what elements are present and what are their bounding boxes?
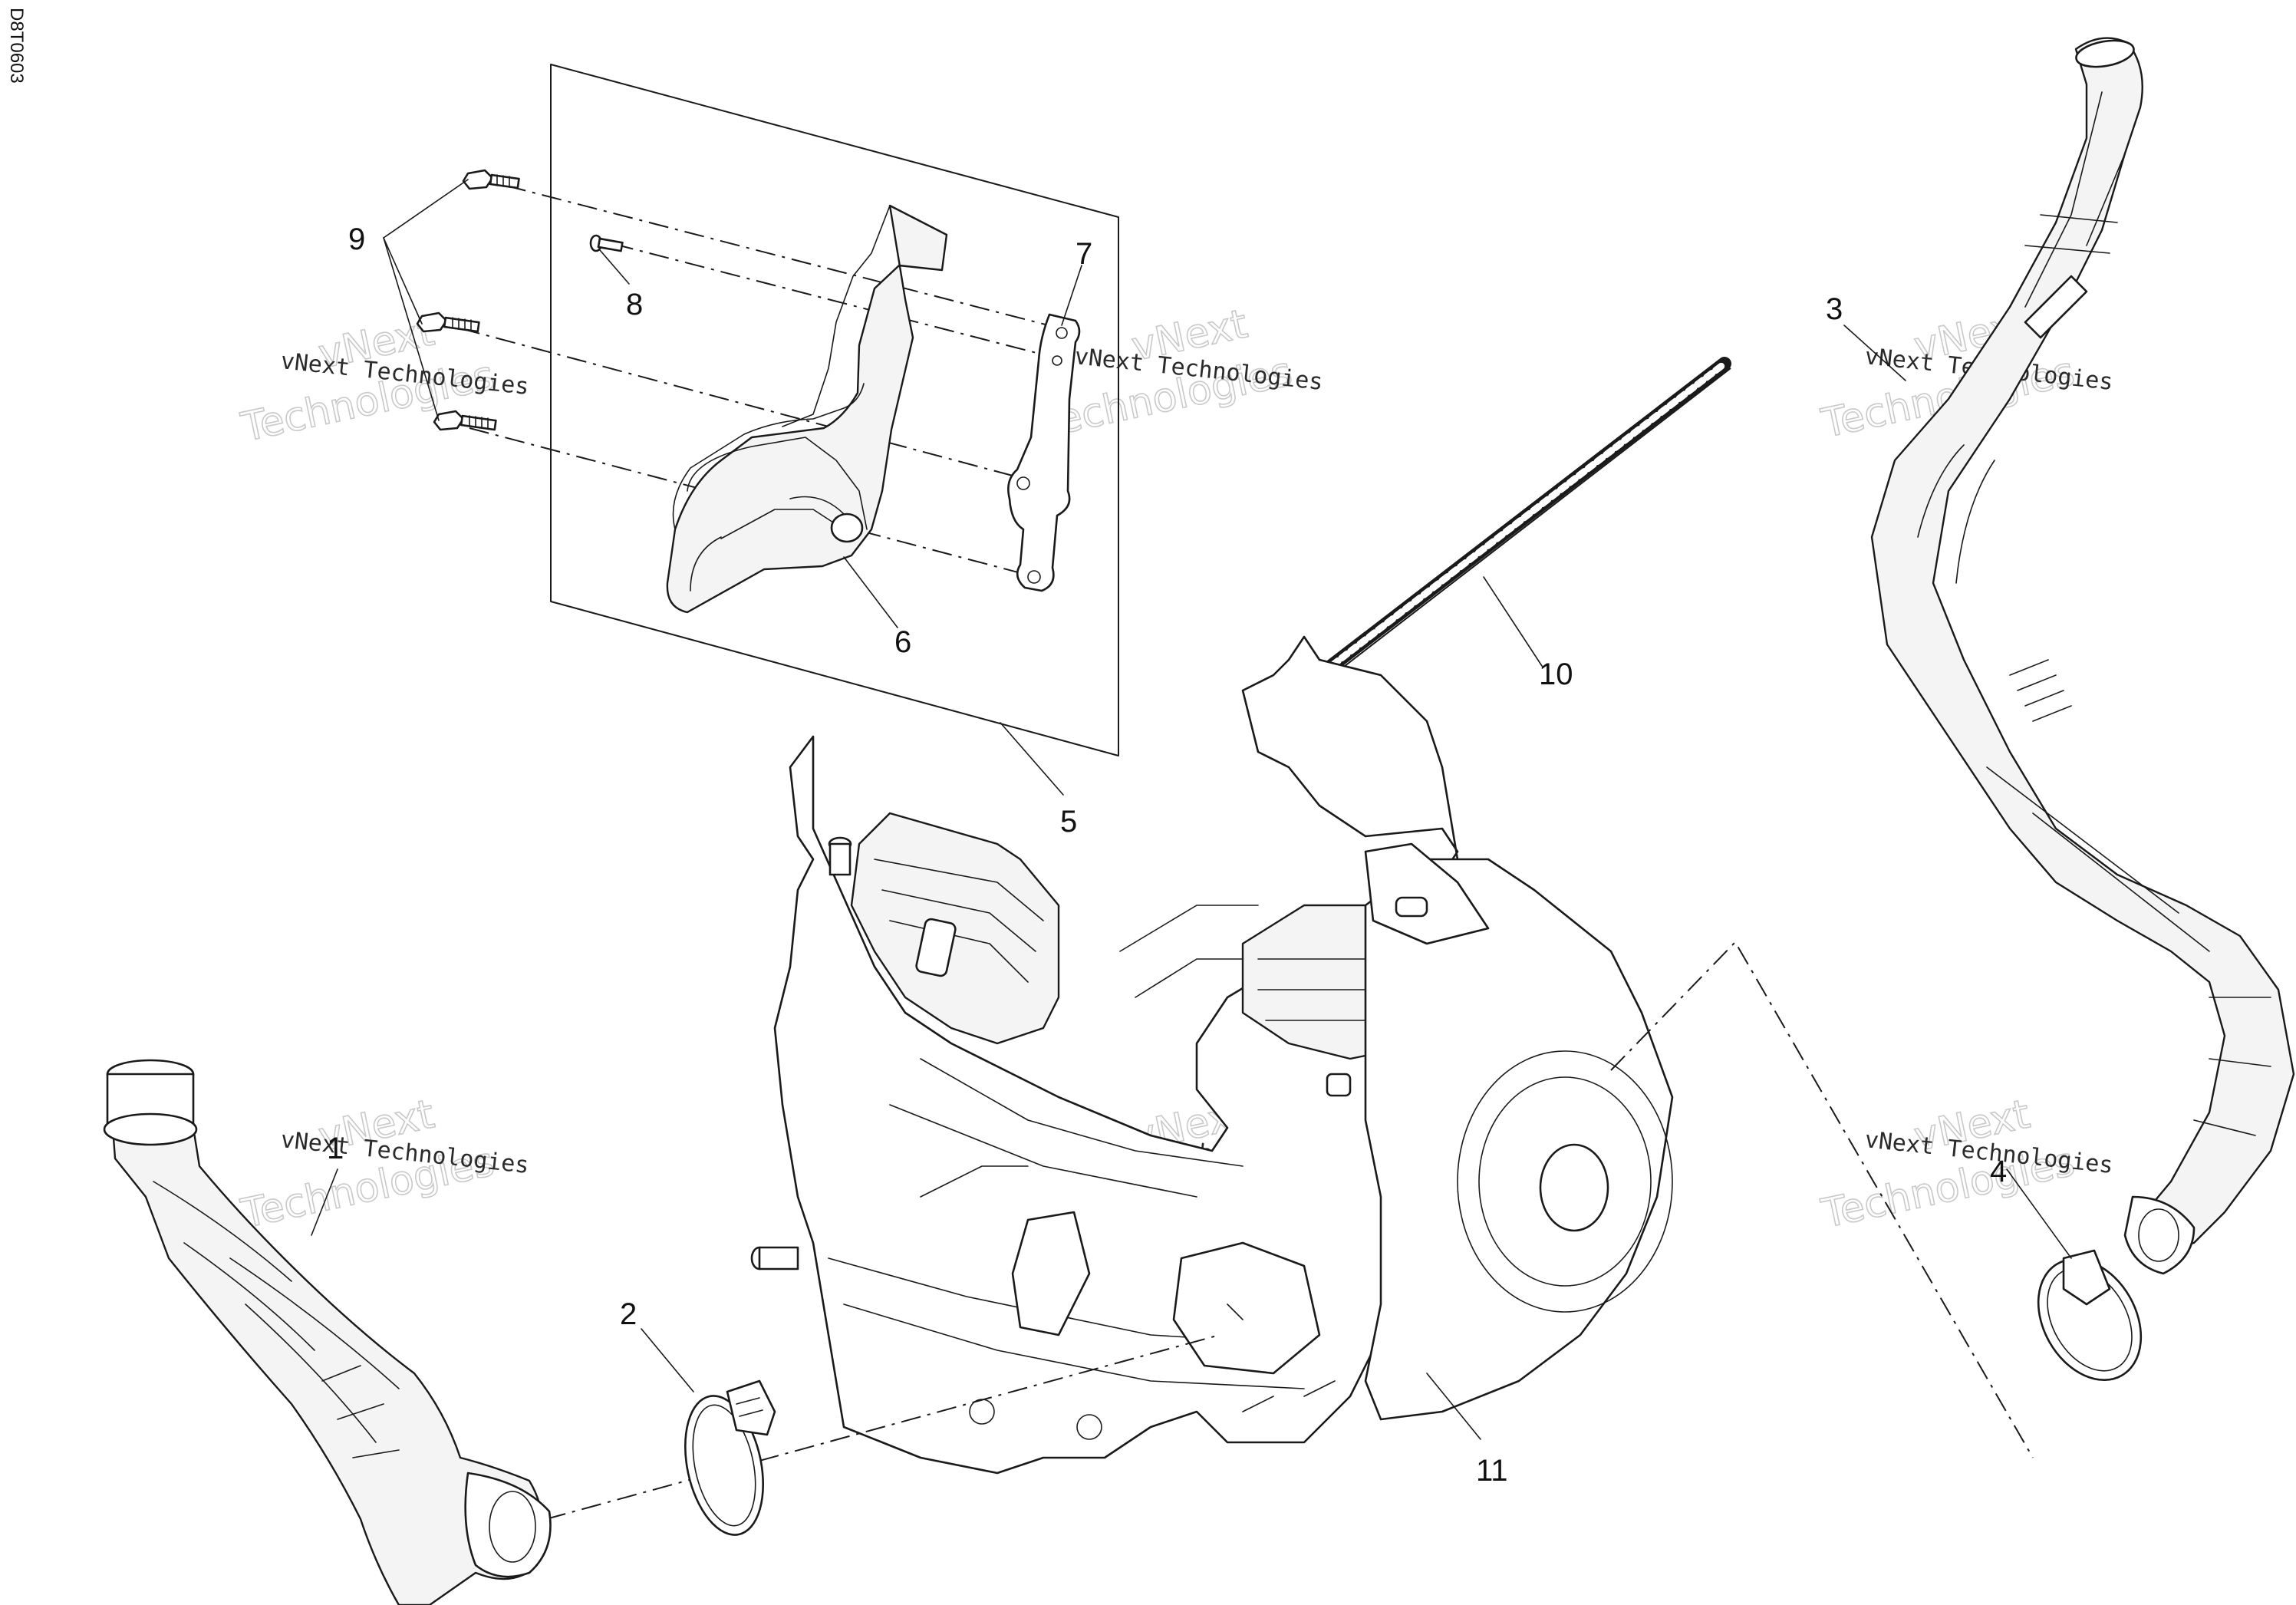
leader-line-9a xyxy=(383,179,469,239)
callout-5: 5 xyxy=(1060,805,1077,839)
callout-7: 7 xyxy=(1076,237,1092,271)
leader-line-2 xyxy=(641,1328,694,1392)
pin-icon xyxy=(589,234,624,252)
bolt-icon xyxy=(462,169,520,190)
assembly-line-hose-1 xyxy=(545,1334,1220,1520)
intake-hose-left xyxy=(103,1059,552,1605)
leader-line-6 xyxy=(843,556,898,628)
callout-10: 10 xyxy=(1539,657,1573,691)
watermark-6: vNext Technologies vNext Technologies xyxy=(1817,1091,2114,1238)
leader-line-9b xyxy=(383,237,423,325)
callout-6: 6 xyxy=(894,625,911,659)
engine-assembly xyxy=(750,635,1674,1475)
leader-line-10 xyxy=(1483,576,1543,667)
callout-11: 11 xyxy=(1476,1454,1508,1488)
leader-line-5 xyxy=(1000,722,1064,796)
callout-2: 2 xyxy=(620,1297,637,1331)
kit-panel-outline xyxy=(550,64,1119,756)
assembly-line-bolt-top xyxy=(506,185,1067,331)
chain-guard xyxy=(666,204,948,614)
bracket-hole xyxy=(1056,327,1068,339)
leader-line-7 xyxy=(1061,265,1082,326)
callout-9: 9 xyxy=(348,222,365,256)
assembly-line-bolt-low xyxy=(469,427,1036,578)
bolt-icon xyxy=(416,311,480,333)
bracket-hole xyxy=(1052,355,1062,366)
callout-8: 8 xyxy=(626,288,643,321)
mounting-bracket xyxy=(1007,313,1081,592)
assembly-line-pin xyxy=(613,243,1067,361)
leader-line-1 xyxy=(311,1168,338,1236)
leader-line-8 xyxy=(599,249,630,285)
leader-line-4 xyxy=(2006,1168,2072,1259)
hose-clamp-2 xyxy=(684,1379,776,1536)
assembly-line-bolt-mid xyxy=(460,328,1013,476)
bolt-icon xyxy=(433,410,497,431)
callout-3: 3 xyxy=(1826,292,1843,326)
watermark-2: vNext Technologies vNext Technologies xyxy=(1034,301,1324,448)
callout-1: 1 xyxy=(327,1132,344,1165)
bracket-hole xyxy=(1016,476,1030,490)
leader-line-9c xyxy=(383,237,440,421)
watermark-4: vNext Technologies vNext Technologies xyxy=(236,1091,530,1238)
callout-4: 4 xyxy=(1990,1155,2007,1188)
intake-hose-right xyxy=(1870,37,2295,1275)
drawing-code: D8T0603 xyxy=(6,8,27,84)
hose-clamp-4 xyxy=(2037,1249,2143,1381)
watermark-1: vNext Technologies vNext Technologies xyxy=(236,308,530,452)
bracket-hole xyxy=(1027,570,1041,584)
leader-line-11 xyxy=(1426,1373,1481,1440)
leader-line-3 xyxy=(1843,325,1906,381)
